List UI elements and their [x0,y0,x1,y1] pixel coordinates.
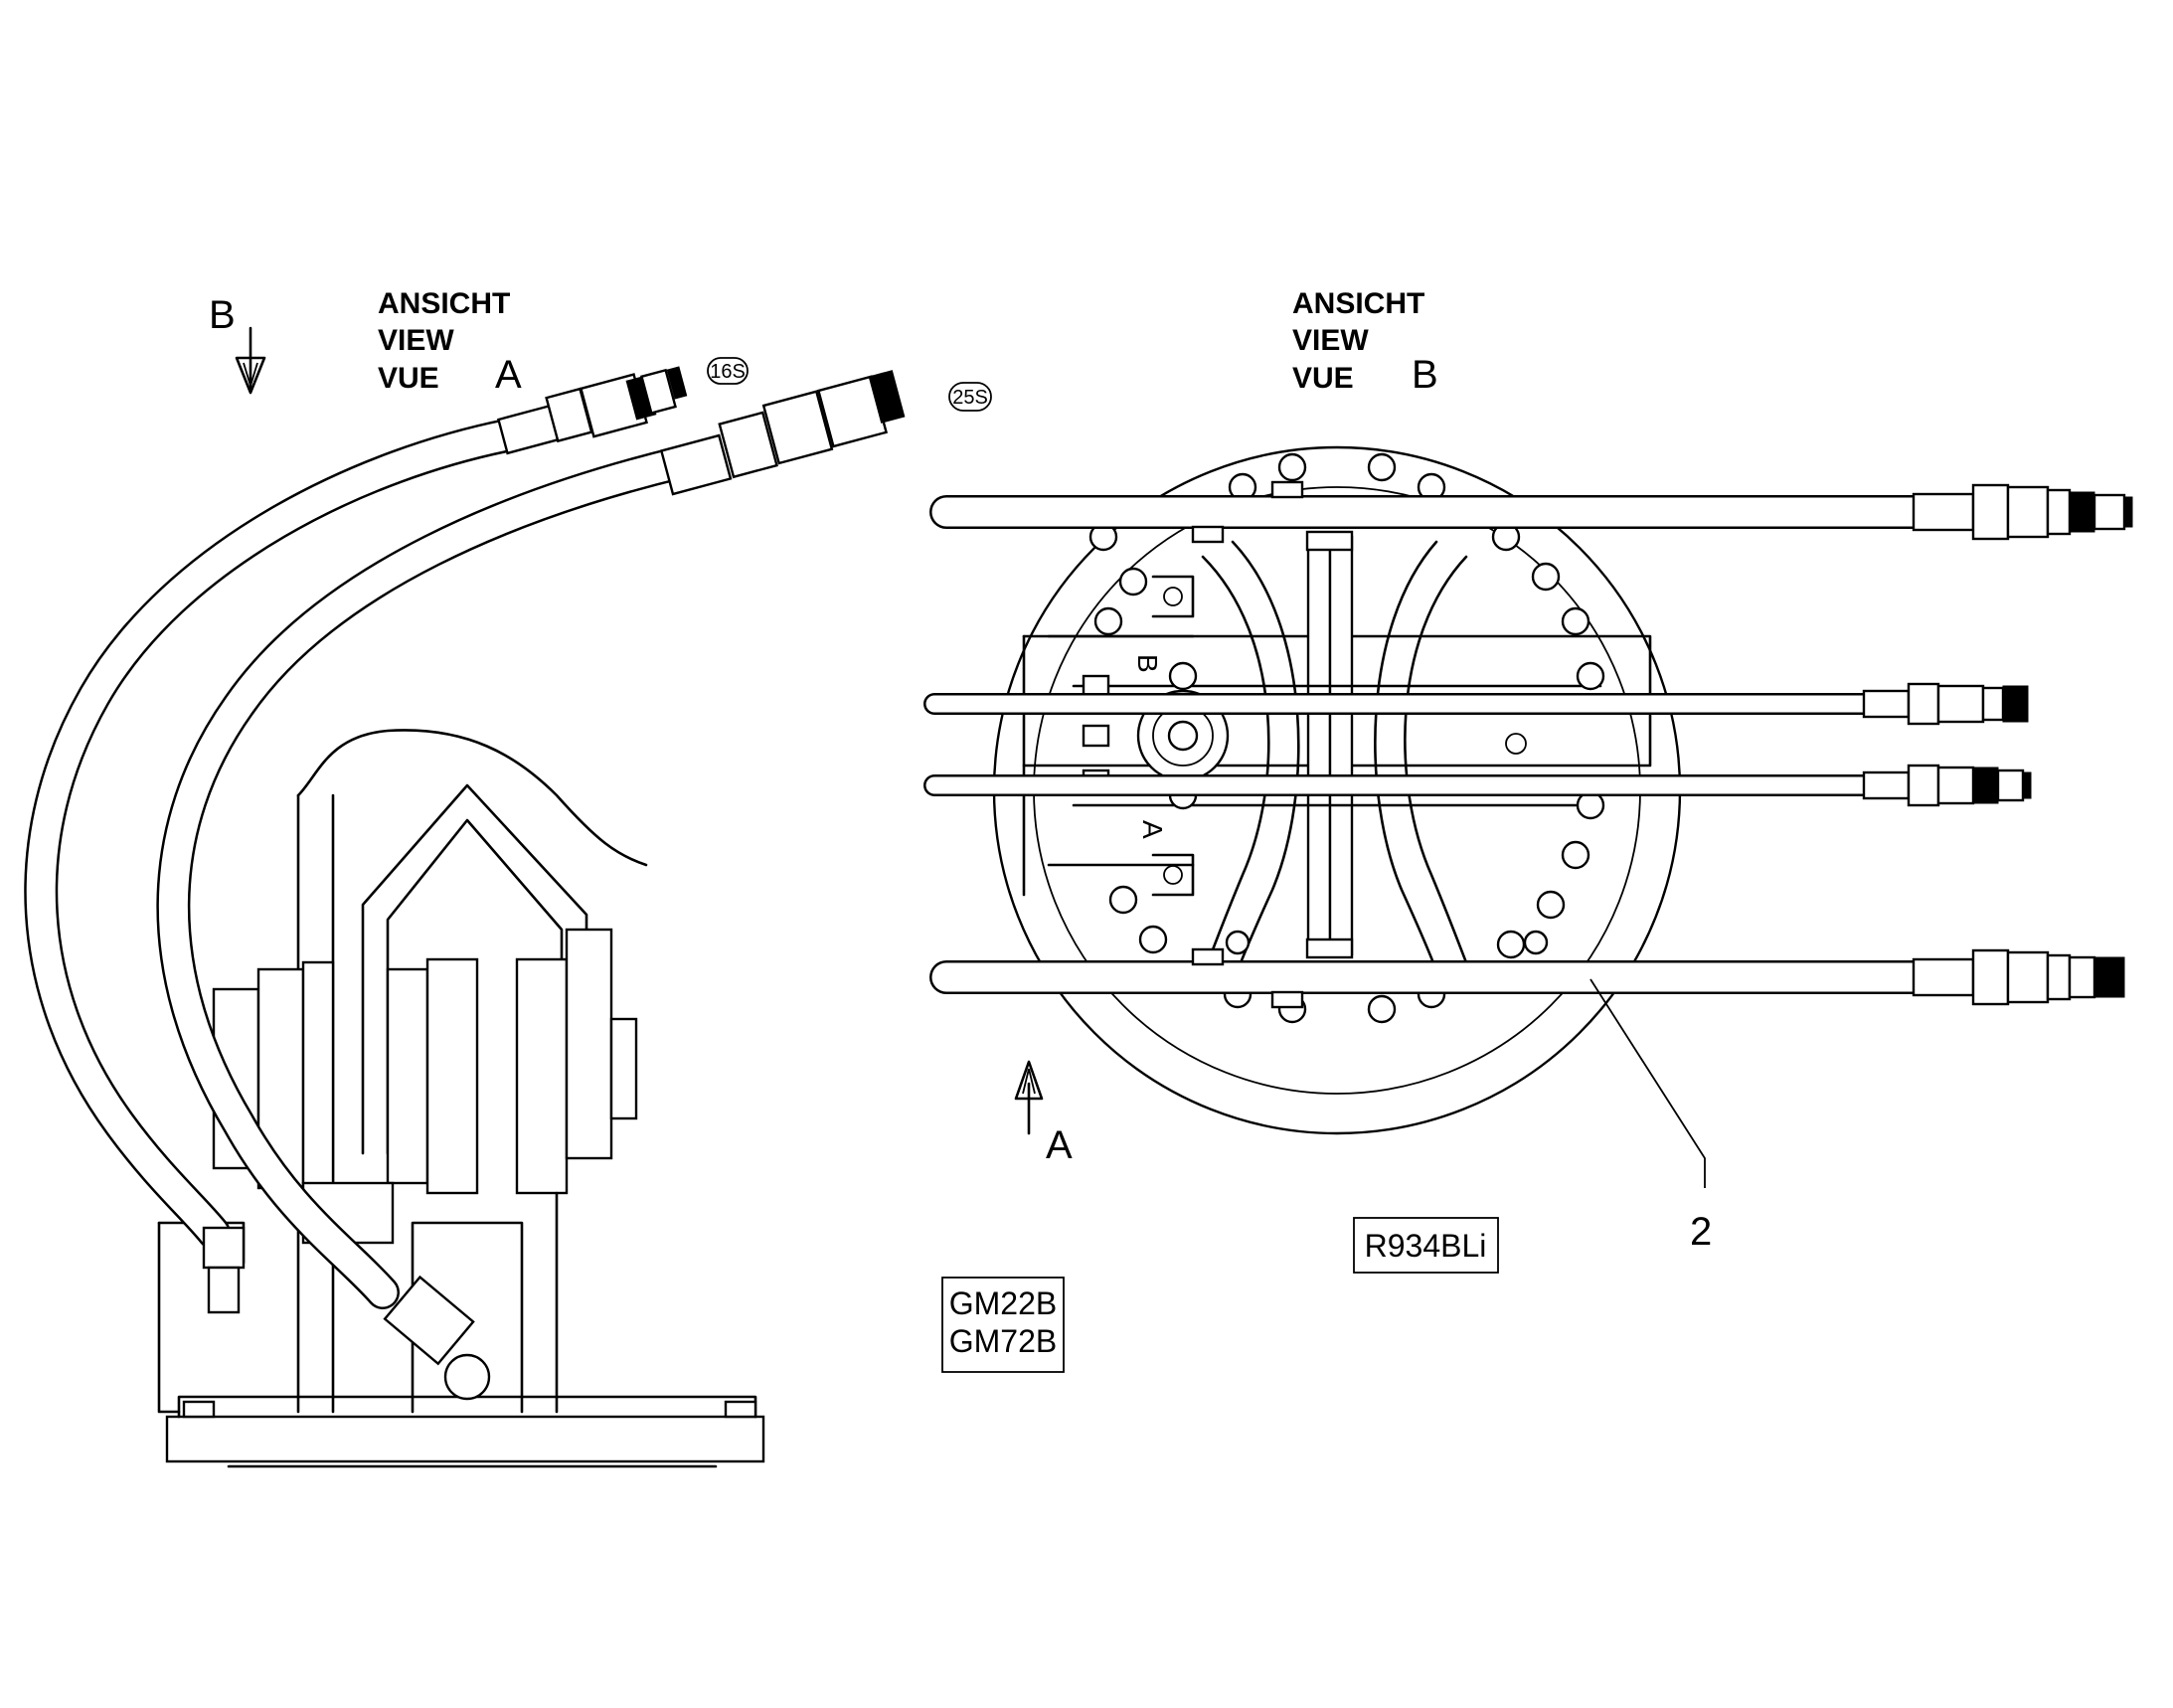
view-a-arrow-letter: B [209,293,236,337]
view-a-drawing [24,366,906,1468]
callout-25s: 25S [948,382,992,412]
view-a-title-fr: VUE [378,362,439,395]
svg-text:R934BLi: R934BLi [1365,1228,1487,1264]
svg-text:25S: 25S [952,387,988,409]
view-b-drawing [923,445,2133,1188]
view-b-title-de: ANSICHT [1292,287,1424,320]
item-number-2: 2 [1690,1210,1712,1254]
variant-code-box: GM22B GM72B [941,1277,1065,1373]
view-b-title-fr: VUE [1292,362,1354,395]
view-a-title-en: VIEW [378,324,454,357]
svg-text:16S: 16S [710,361,746,383]
view-b-arrow-letter: A [1046,1123,1073,1167]
view-b-letter: B [1412,353,1438,397]
view-b-title-en: VIEW [1292,324,1369,357]
view-a-direction-arrow [235,326,266,395]
view-a-letter: A [495,353,522,397]
model-code-box: R934BLi [1353,1217,1499,1274]
view-a-title-de: ANSICHT [378,287,510,320]
view-b-direction-arrow [1014,1060,1044,1135]
svg-text:GM22B: GM22B [949,1285,1057,1321]
svg-text:GM72B: GM72B [949,1323,1057,1359]
callout-16s: 16S [707,357,749,385]
motor-port-a: A [1137,820,1168,839]
motor-port-b: B [1132,654,1163,673]
